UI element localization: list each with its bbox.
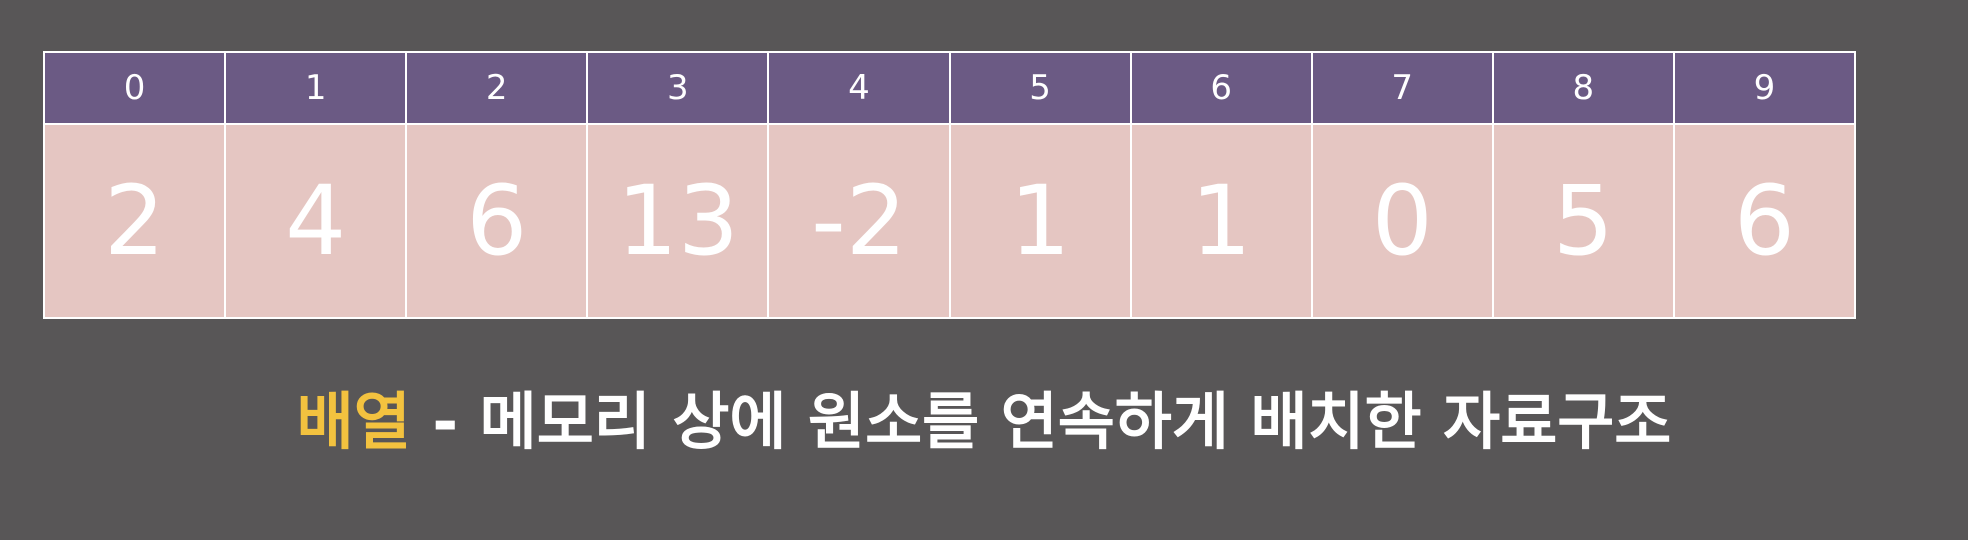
value-cell: 1: [1131, 125, 1311, 317]
caption-term: 배열: [296, 385, 411, 458]
index-cell: 5: [950, 53, 1130, 123]
index-cell: 0: [45, 53, 225, 123]
value-cell: 2: [45, 125, 225, 317]
index-cell: 7: [1312, 53, 1492, 123]
caption: 배열 - 메모리 상에 원소를 연속하게 배치한 자료구조: [0, 385, 1968, 459]
index-cell: 3: [588, 53, 768, 123]
value-cell: -2: [769, 125, 949, 317]
value-cell: 6: [407, 125, 587, 317]
value-cell: 0: [1312, 125, 1492, 317]
value-cell: 1: [950, 125, 1130, 317]
index-cell: 4: [769, 53, 949, 123]
value-cell: 13: [588, 125, 768, 317]
index-cell: 6: [1131, 53, 1311, 123]
value-cell: 6: [1674, 125, 1854, 317]
caption-definition: - 메모리 상에 원소를 연속하게 배치한 자료구조: [410, 385, 1672, 458]
value-cell: 4: [226, 125, 406, 317]
index-cell: 8: [1493, 53, 1673, 123]
index-cell: 9: [1674, 53, 1854, 123]
value-cell: 5: [1493, 125, 1673, 317]
index-cell: 1: [226, 53, 406, 123]
index-cell: 2: [407, 53, 587, 123]
